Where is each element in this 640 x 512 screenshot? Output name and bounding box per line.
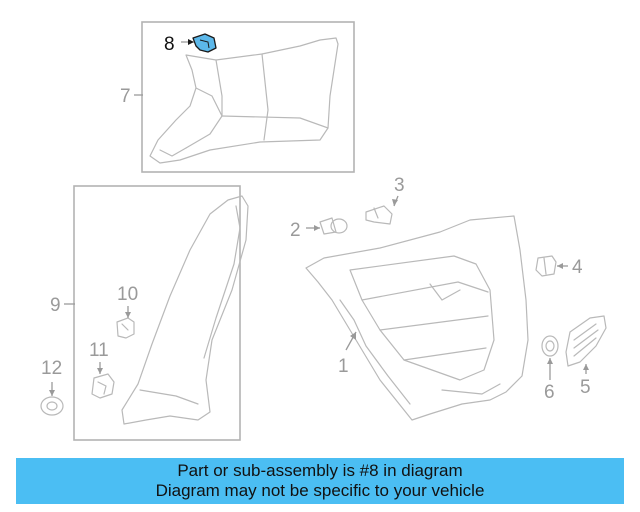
callout-1: 1 bbox=[338, 356, 349, 377]
callout-3: 3 bbox=[394, 175, 405, 196]
info-banner: Part or sub-assembly is #8 in diagram Di… bbox=[16, 458, 624, 504]
part-1-quarter-trim bbox=[305, 215, 529, 421]
part-5-vent bbox=[565, 315, 607, 367]
callout-9: 9 bbox=[50, 295, 61, 316]
callout-12: 12 bbox=[41, 358, 62, 379]
part-11-bracket bbox=[91, 373, 115, 399]
banner-line-disclaimer: Diagram may not be specific to your vehi… bbox=[155, 481, 485, 500]
part-6-cap bbox=[541, 335, 559, 357]
banner-line-part-number: Part or sub-assembly is #8 in diagram bbox=[177, 461, 463, 480]
part-12-grommet bbox=[40, 396, 64, 416]
callout-5: 5 bbox=[580, 377, 591, 398]
callout-8: 8 bbox=[164, 34, 175, 55]
part-7-frame bbox=[141, 21, 355, 173]
callout-7: 7 bbox=[120, 86, 131, 107]
part-7-trim bbox=[149, 37, 339, 164]
callout-6: 6 bbox=[544, 382, 555, 403]
callout-11: 11 bbox=[89, 340, 109, 361]
part-9-frame bbox=[73, 185, 241, 441]
part-2-pushpin bbox=[319, 217, 348, 235]
callout-4: 4 bbox=[572, 257, 583, 278]
part-8-clip bbox=[192, 33, 217, 53]
part-9-pillar-trim bbox=[121, 195, 249, 425]
callout-2: 2 bbox=[290, 220, 301, 241]
part-4-clip bbox=[535, 255, 557, 277]
part-3-bracket bbox=[365, 205, 393, 225]
callout-10: 10 bbox=[117, 284, 138, 305]
part-10-clip bbox=[116, 317, 135, 339]
part-8-highlight bbox=[192, 33, 217, 53]
